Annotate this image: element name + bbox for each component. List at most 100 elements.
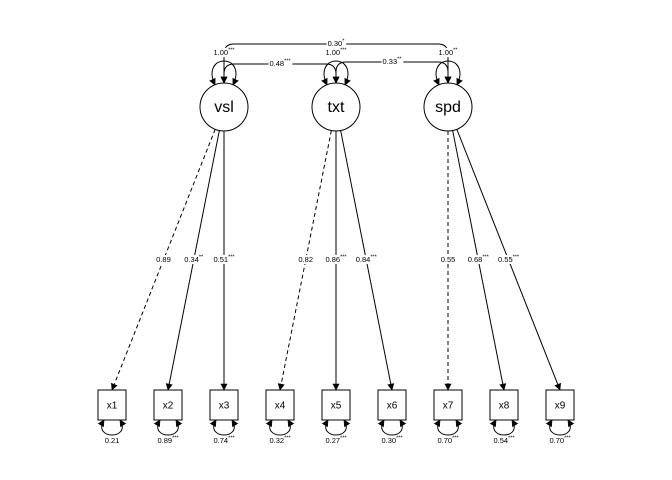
covariance-label-vsl-spd-value: 0.30 [328, 39, 343, 48]
residual-label-x5-group: 0.27*** [324, 435, 349, 445]
observed-node-x8: x8 [489, 389, 519, 421]
observed-node-x4: x4 [265, 389, 295, 421]
observed-box-x7 [433, 389, 463, 421]
covariance-label-vsl-txt: 0.48*** [269, 59, 291, 68]
covariance-label-txt-spd-bg [381, 56, 404, 66]
variance-label-vsl-bg [212, 47, 237, 57]
observed-node-x7: x7 [433, 389, 463, 421]
loading-label-txt-x4-bg [297, 254, 315, 264]
covariance-label-vsl-txt-group: 0.48*** [268, 58, 293, 68]
loading-label-txt-x5-sig: *** [340, 255, 347, 261]
covariance-label-vsl-spd-group: 0.30* [326, 38, 347, 48]
loading-label-spd-x9-sig: *** [513, 255, 520, 261]
residual-label-x9-sig: *** [564, 436, 571, 442]
residual-label-x5-bg [324, 435, 349, 445]
covariance-label-txt-spd-group: 0.33** [381, 56, 404, 66]
loading-label-txt-x4: 0.82 [298, 255, 313, 264]
residual-label-x6-value: 0.30 [381, 436, 396, 445]
loading-label-vsl-x2-value: 0.34 [184, 255, 199, 264]
residual-label-x3-sig: *** [228, 436, 235, 442]
residual-label-x5-value: 0.27 [325, 436, 340, 445]
residual-loop-x7 [433, 419, 463, 436]
residual-loop-x2 [153, 419, 183, 436]
observed-box-x5 [321, 389, 351, 421]
variance-loop-txt [321, 60, 351, 86]
residual-label-x8-bg [492, 435, 517, 445]
observed-box-x9 [545, 389, 575, 421]
observed-node-x6: x6 [377, 389, 407, 421]
loading-label-spd-x8-sig: *** [482, 255, 489, 261]
residual-loop-x3 [209, 419, 239, 436]
variance-label-vsl-sig: *** [228, 48, 235, 54]
loading-label-spd-x9: 0.55*** [498, 255, 520, 264]
variance-label-txt-group: 1.00*** [324, 47, 349, 57]
residual-label-x1-group: 0.21 [103, 435, 121, 445]
variance-loop-spd [433, 60, 463, 86]
variance-label-vsl-group: 1.00*** [212, 47, 237, 57]
residual-label-x4-value: 0.32 [269, 436, 284, 445]
residual-label-x7: 0.70*** [437, 436, 459, 445]
loading-label-txt-x6-group: 0.84*** [354, 254, 379, 264]
observed-node-x1: x1 [97, 389, 127, 421]
variance-label-spd-group: 1.00** [437, 47, 460, 57]
observed-label-x8: x8 [499, 401, 510, 412]
residual-label-x9-value: 0.70 [549, 436, 564, 445]
latent-node-spd: spd [423, 82, 473, 132]
observed-node-x3: x3 [209, 389, 239, 421]
loading-label-txt-x4-value: 0.82 [298, 255, 313, 264]
residual-label-x6-group: 0.30*** [380, 435, 405, 445]
loading-label-vsl-x3-bg [212, 254, 237, 264]
loading-label-spd-x9-bg [497, 254, 521, 264]
loading-label-txt-x5: 0.86*** [325, 255, 347, 264]
latent-circle-spd [423, 82, 473, 132]
observed-label-x7: x7 [443, 401, 454, 412]
observed-label-x9: x9 [555, 401, 566, 412]
variance-label-txt-bg [324, 47, 349, 57]
loading-label-vsl-x3: 0.51*** [213, 255, 235, 264]
loading-txt-x4 [277, 130, 332, 391]
observed-box-x8 [489, 389, 519, 421]
residual-label-x8-group: 0.54*** [492, 435, 517, 445]
residual-loop-x9 [545, 419, 575, 436]
latent-node-txt: txt [311, 82, 361, 132]
observed-label-x3: x3 [219, 401, 230, 412]
loading-label-spd-x9-value: 0.55 [498, 255, 513, 264]
covariance-label-vsl-spd-bg [326, 38, 347, 48]
residual-loop-x8 [489, 419, 519, 436]
observed-label-x1: x1 [107, 401, 118, 412]
covariance-label-vsl-spd-sig: * [342, 39, 345, 45]
observed-node-x5: x5 [321, 389, 351, 421]
variance-label-txt: 1.00*** [325, 48, 347, 57]
residual-label-x8: 0.54*** [493, 436, 515, 445]
residual-label-x6-sig: *** [396, 436, 403, 442]
loading-label-spd-x9-group: 0.55*** [497, 254, 521, 264]
loading-label-vsl-x3-value: 0.51 [213, 255, 228, 264]
loading-label-spd-x7: 0.55 [441, 255, 456, 264]
variance-label-txt-value: 1.00 [325, 48, 340, 57]
residual-label-x6-bg [380, 435, 405, 445]
loading-label-spd-x7-value: 0.55 [441, 255, 456, 264]
observed-box-x3 [209, 389, 239, 421]
residual-label-x1-value: 0.21 [105, 436, 120, 445]
loading-label-vsl-x3-sig: *** [228, 255, 235, 261]
observed-box-x1 [97, 389, 127, 421]
loading-label-spd-x8-group: 0.68*** [466, 254, 491, 264]
covariance-label-txt-spd: 0.33** [383, 57, 403, 66]
loading-label-txt-x4-group: 0.82 [297, 254, 315, 264]
residual-label-x8-sig: *** [508, 436, 515, 442]
loading-label-spd-x8-value: 0.68 [468, 255, 483, 264]
variance-label-spd: 1.00** [439, 48, 459, 57]
loading-label-spd-x8: 0.68*** [468, 255, 490, 264]
loading-label-spd-x7-group: 0.55 [439, 254, 457, 264]
residual-loop-x1 [97, 419, 127, 436]
observed-label-x2: x2 [163, 401, 174, 412]
covariance-label-vsl-txt-value: 0.48 [269, 59, 284, 68]
residual-label-x2-group: 0.89*** [156, 435, 181, 445]
loading-label-vsl-x1: 0.89 [156, 255, 171, 264]
latent-label-spd: spd [435, 99, 461, 116]
residual-label-x4-bg [268, 435, 293, 445]
residual-label-x2-sig: *** [172, 436, 179, 442]
loading-label-txt-x6-bg [354, 254, 379, 264]
